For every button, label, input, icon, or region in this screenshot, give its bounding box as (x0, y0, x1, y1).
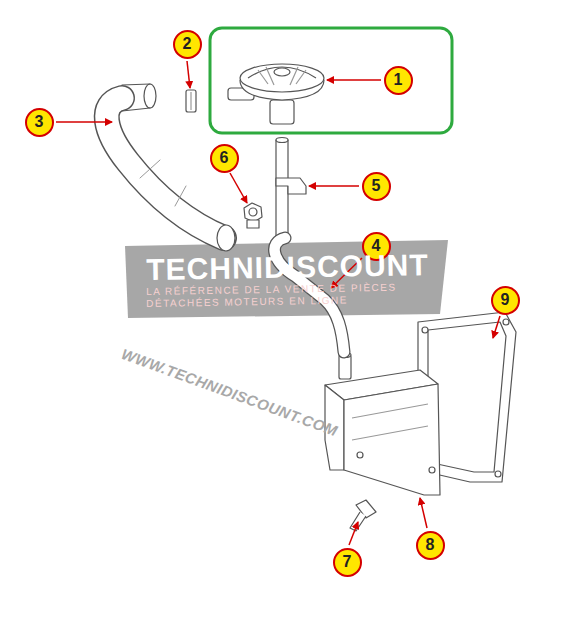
callout-number: 3 (25, 108, 54, 137)
hose-clip (186, 90, 196, 112)
callout-label: 5 (372, 178, 381, 194)
callout-number: 1 (384, 66, 413, 95)
breather-cap (228, 64, 324, 124)
callout-number: 8 (416, 531, 445, 560)
callout-label: 2 (183, 36, 192, 52)
callout-number: 5 (362, 172, 391, 201)
callout-label: 7 (343, 554, 352, 570)
screw (350, 500, 376, 531)
highlight-frame (210, 28, 452, 133)
callout-label: 3 (35, 114, 44, 130)
callout-number: 2 (173, 30, 202, 59)
callout-number: 7 (333, 548, 362, 577)
breather-pipe (276, 138, 306, 241)
callout-label: 8 (426, 537, 435, 553)
bolt (244, 203, 262, 228)
callout-label: 1 (394, 72, 403, 88)
callout-number: 9 (491, 286, 520, 315)
oil-separator (325, 353, 440, 496)
leader-lines (56, 61, 500, 545)
watermark-band (125, 240, 448, 318)
callout-label: 9 (501, 292, 510, 308)
callout-number: 6 (210, 144, 239, 173)
callout-label: 6 (220, 150, 229, 166)
watermark-text: WWW.TECHNIDISCOUNT.COM (119, 345, 340, 440)
watermark-text: LA RÉFÉRENCE DE LA VENTE DE PIÈCES DÉTAC… (146, 281, 431, 310)
